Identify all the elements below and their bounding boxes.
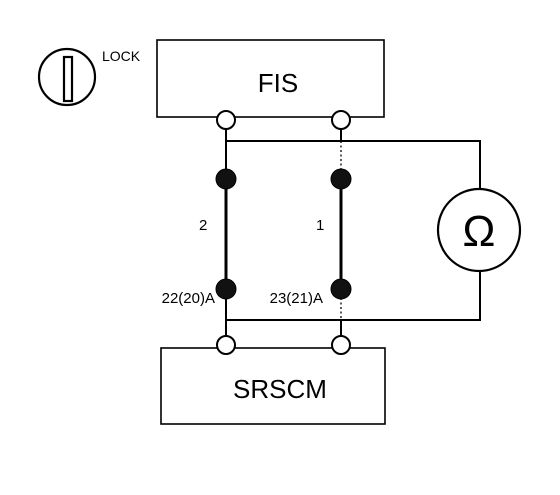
wire-1-number: 1 [316,217,324,234]
fis-label: FIS [258,68,298,98]
ignition-key-lock-icon [37,47,97,107]
wire-1-top-pin [330,168,352,190]
wire-2-bottom-pin [215,278,237,300]
fis-terminal-left [216,110,236,130]
fis-terminal-right [331,110,351,130]
wire-2-number: 2 [199,217,207,234]
srscm-terminal-left [216,335,236,355]
srscm-terminal-right [331,335,351,355]
lock-label: LOCK [102,48,141,64]
ohmmeter-symbol: Ω [463,207,496,256]
srscm-box [160,347,386,425]
fis-box [156,39,385,118]
srscm-label: SRSCM [233,374,327,404]
ohmmeter-icon: Ω [436,187,522,273]
wire-1-bottom-pin [330,278,352,300]
wire-1-terminal-label: 23(21)A [270,290,323,307]
wire-2-terminal-label: 22(20)A [162,290,215,307]
wire-2-top-pin [215,168,237,190]
